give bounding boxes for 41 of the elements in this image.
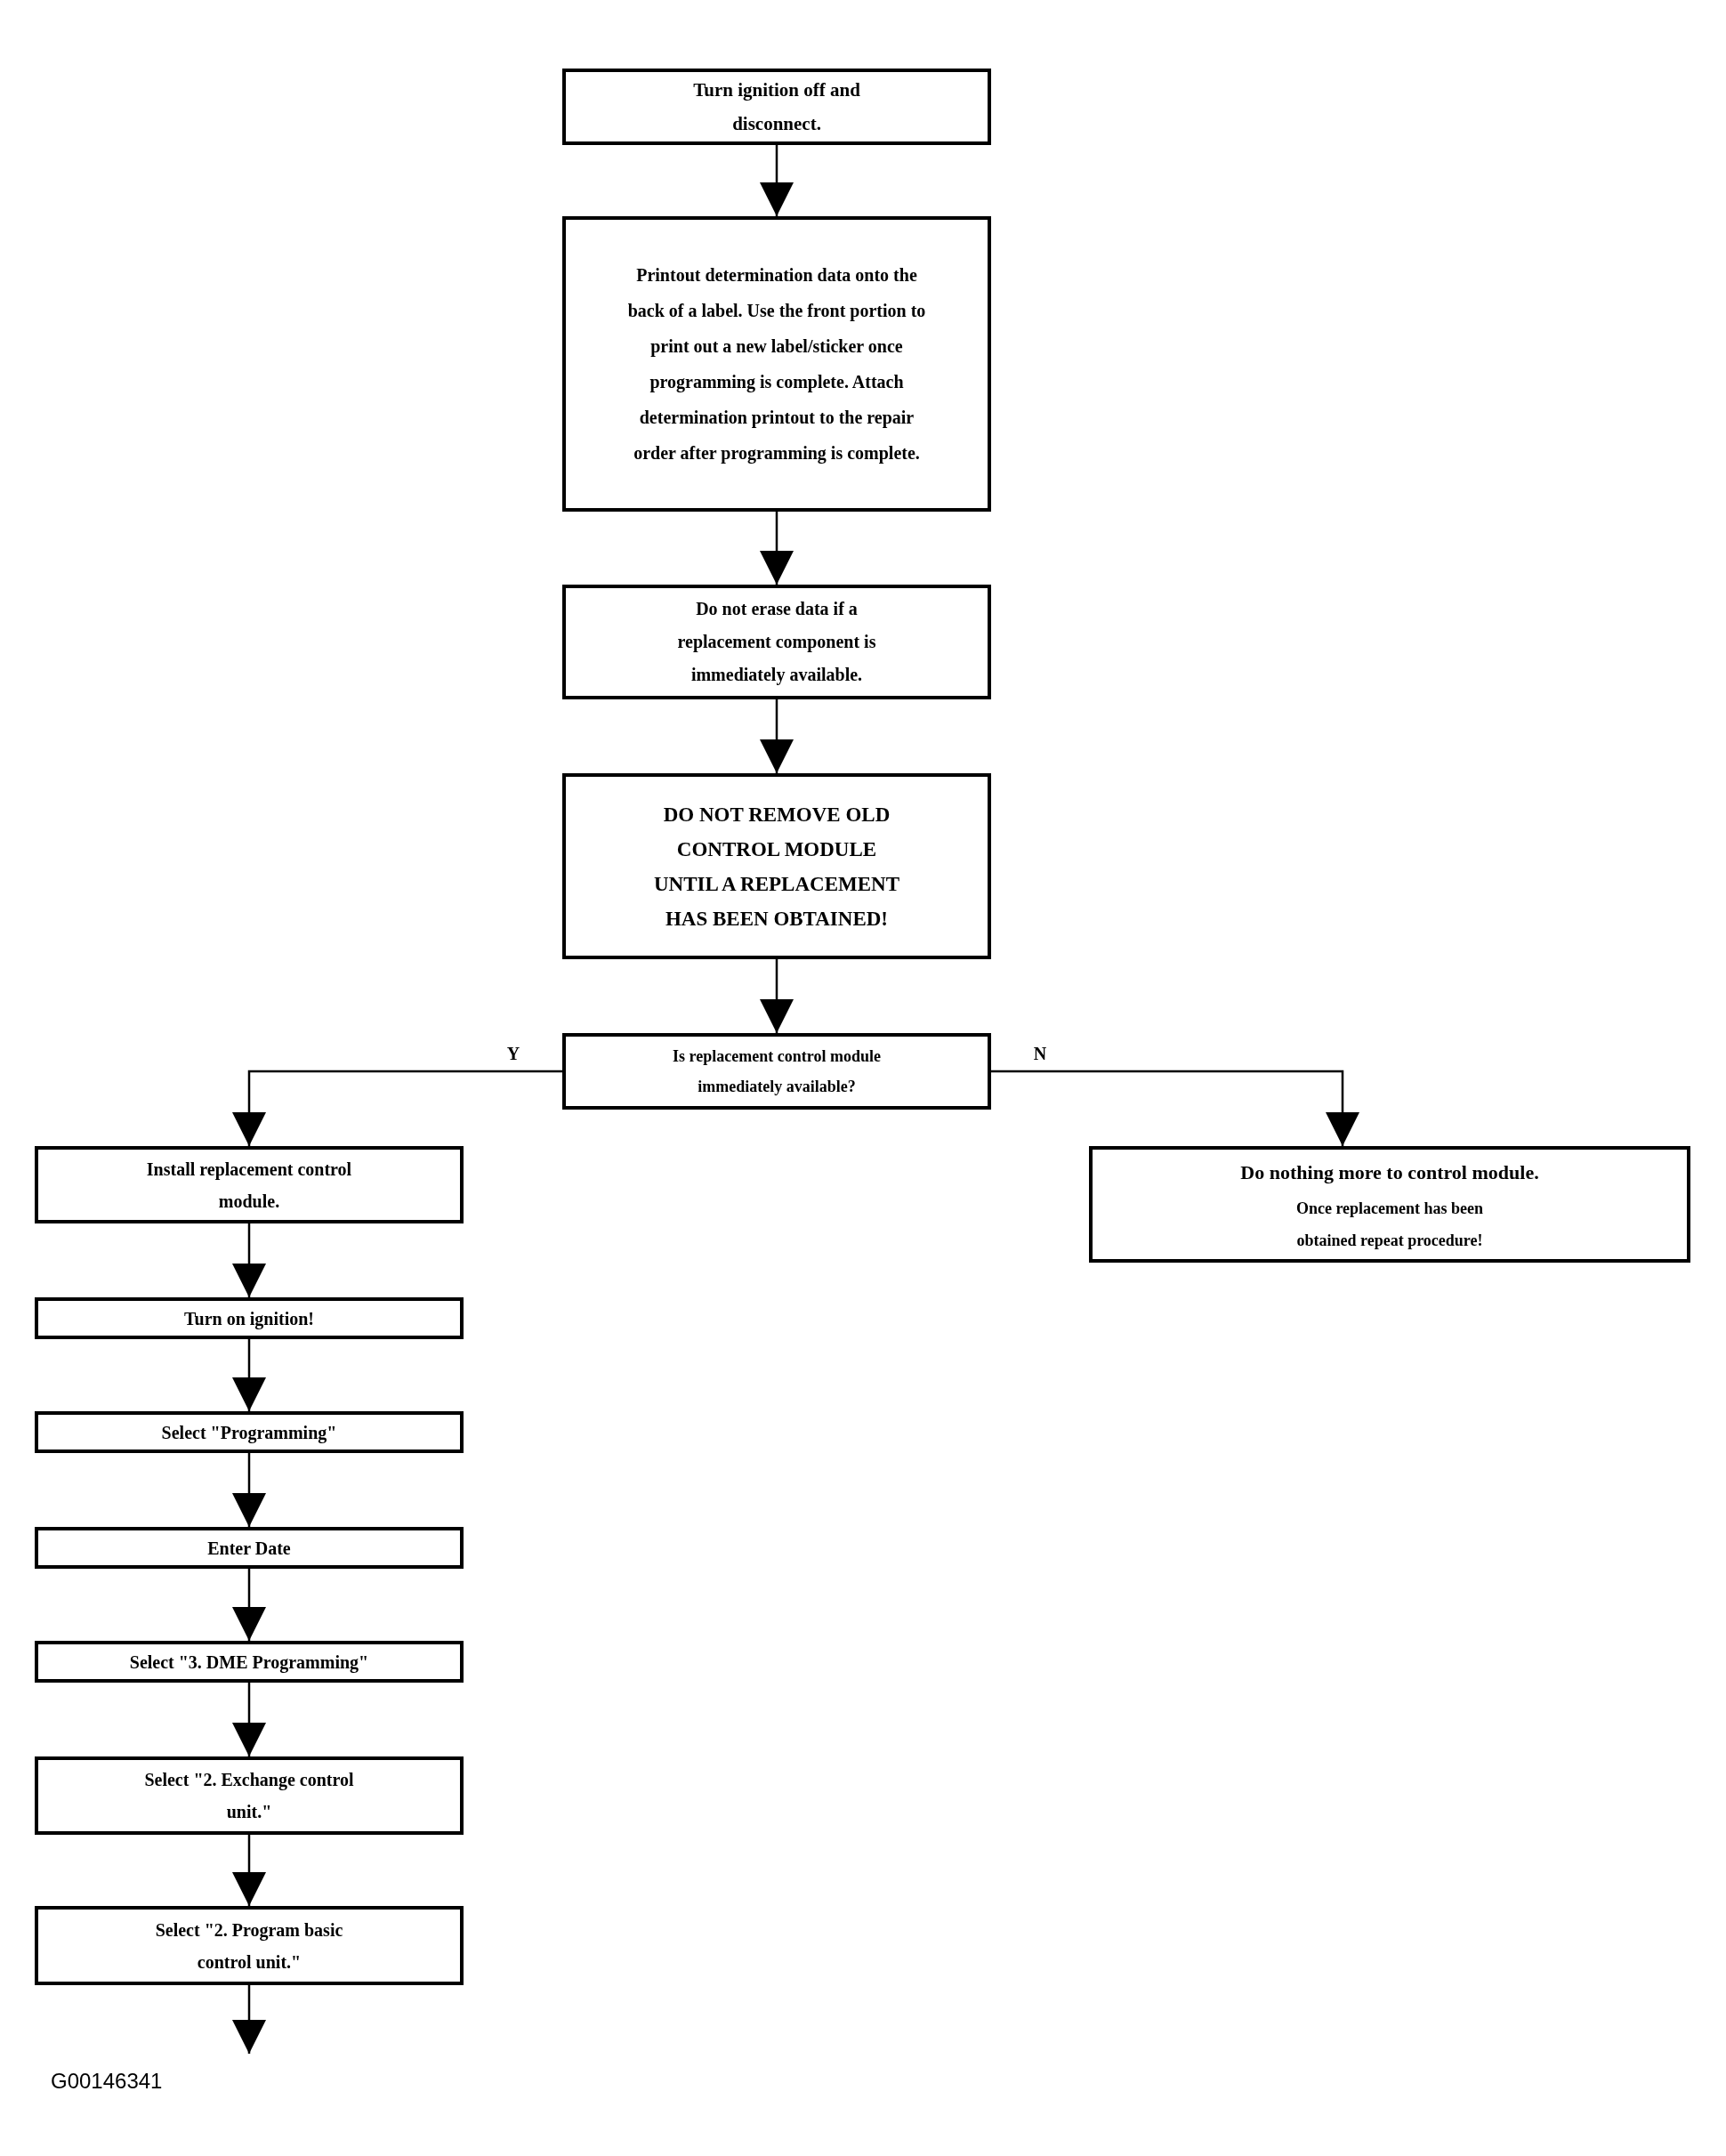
step-text: Is replacement control module immediately available? xyxy=(672,1046,882,1097)
step-text: Turn on ignition! xyxy=(184,1307,314,1331)
step-text: Turn ignition off and disconnect. xyxy=(692,78,861,136)
arrow xyxy=(991,1070,1359,1146)
step-text: Printout determination data onto the back of a label. Use the front portion to print out a new label/sticker once programming is complete. Attach determination printout to the repair order after programming is complete. xyxy=(626,264,927,465)
process-box xyxy=(35,1527,464,1569)
arrow xyxy=(232,1569,266,1641)
step-text: Select "3. DME Programming" xyxy=(129,1651,369,1675)
arrow xyxy=(232,1683,266,1756)
process-box xyxy=(35,1641,464,1683)
figure-id: G00146341 xyxy=(51,2068,163,2095)
step-text: Select "Programming" xyxy=(161,1421,337,1445)
process-box xyxy=(562,69,991,145)
arrow xyxy=(760,959,794,1033)
step-text: Install replacement control module. xyxy=(145,1158,353,1213)
arrow xyxy=(232,1339,266,1411)
process-box xyxy=(562,585,991,699)
step-text: Select "2. Program basic control unit." xyxy=(154,1918,344,1974)
step-text: Do nothing more to control module. xyxy=(1240,1159,1539,1185)
process-box xyxy=(35,1146,464,1223)
arrow xyxy=(232,1223,266,1297)
step-text: Do not erase data if a replacement component is immediately available. xyxy=(676,598,877,687)
arrow xyxy=(760,512,794,585)
step-text: Once replacement has been obtained repeat procedure! xyxy=(1294,1198,1485,1251)
warning-box xyxy=(562,773,991,959)
process-box xyxy=(1089,1146,1690,1263)
arrow xyxy=(232,1070,562,1146)
step-text: DO NOT REMOVE OLD CONTROL MODULE UNTIL A REPLACEMENT HAS BEEN OBTAINED! xyxy=(652,802,901,932)
process-box xyxy=(35,1906,464,1985)
process-box xyxy=(35,1297,464,1339)
arrow xyxy=(232,1985,266,2054)
arrow xyxy=(232,1835,266,1906)
process-box xyxy=(35,1756,464,1835)
step-text: Select "2. Exchange control unit." xyxy=(143,1769,355,1823)
step-text: Enter Date xyxy=(207,1537,291,1560)
arrow xyxy=(760,145,794,216)
arrow xyxy=(232,1453,266,1527)
process-box xyxy=(562,216,991,512)
process-box xyxy=(35,1411,464,1453)
arrow xyxy=(760,699,794,773)
question-box xyxy=(562,1033,991,1110)
